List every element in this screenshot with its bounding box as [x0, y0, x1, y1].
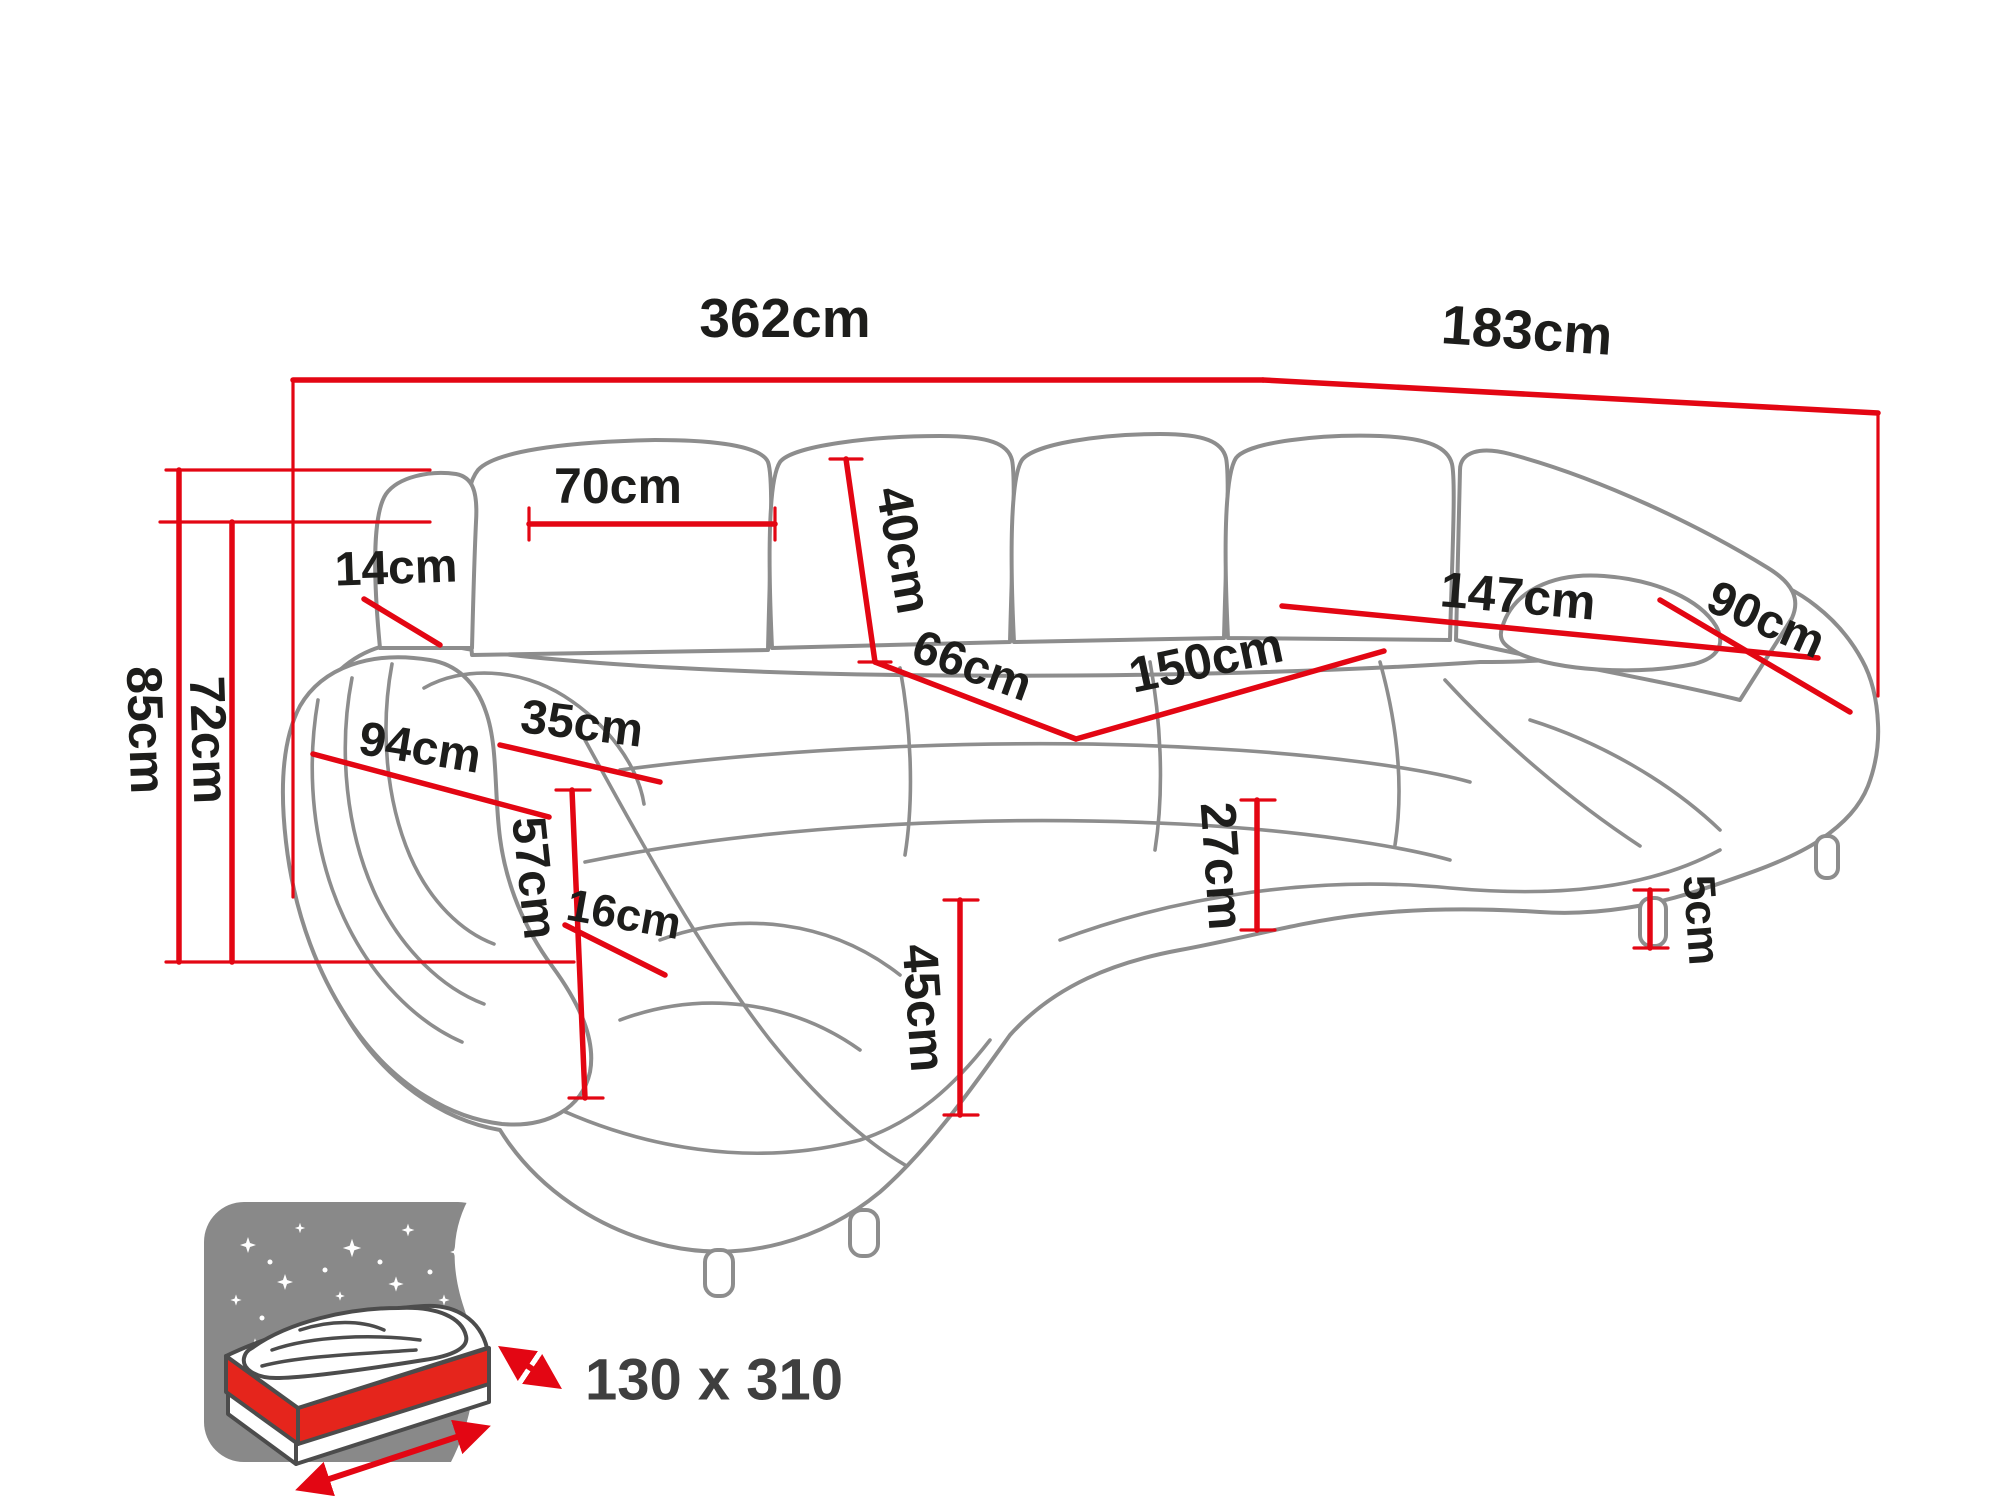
- dim-line-back-cushion-height: [843, 456, 878, 665]
- dim-label-total-depth: 183cm: [1439, 293, 1614, 367]
- dim-line-armrest-width: [497, 742, 663, 785]
- sofa-leg: [1638, 896, 1668, 948]
- dim-line-chaise-width: [1657, 597, 1853, 715]
- dim-label-seat-height: 45cm: [892, 942, 957, 1073]
- dim-label-armrest-height: 57cm: [501, 814, 567, 942]
- back-cushion-4: [1223, 433, 1456, 642]
- bed-length-arrow: [295, 1419, 491, 1497]
- armrest-rib-lines: [310, 662, 646, 1044]
- dim-label-headrest-depth: 14cm: [334, 539, 459, 596]
- bed-width-arrow: [498, 1345, 562, 1390]
- dim-line-armrest-height: [569, 787, 588, 1101]
- dim-line-seat-depth: [872, 659, 1079, 742]
- dim-line-seat-width: [1073, 648, 1387, 742]
- left-armrest: [280, 655, 594, 1127]
- sofa-leg: [848, 1208, 880, 1258]
- dimension-labels: 362cm 183cm 85cm 72cm 70cm 14cm 40cm 66c…: [116, 287, 1833, 1074]
- chaise-small-pillow: [1498, 573, 1723, 673]
- bed-size-label: 130 x 310: [585, 1348, 843, 1413]
- dim-label-seat-cushion-height: 27cm: [1190, 800, 1255, 931]
- back-cushion-3: [1009, 432, 1230, 644]
- sofa-leg: [703, 1248, 735, 1298]
- sofa-drawing: [280, 432, 1881, 1298]
- dim-label-back-cushion-width: 70cm: [554, 458, 682, 514]
- dim-line-seat-front-lip: [562, 922, 668, 978]
- dim-line-total-depth: [1260, 377, 1881, 416]
- sofa-bed-sleeping-area-icon: 130 x 310: [204, 1200, 843, 1497]
- dim-line-armrest-depth: [310, 751, 552, 820]
- dim-label-chaise-length: 147cm: [1438, 561, 1598, 630]
- seat-tufting-lines: [538, 660, 1722, 1167]
- dim-label-backrest-height: 72cm: [179, 675, 239, 805]
- dim-label-total-width: 362cm: [699, 287, 870, 349]
- dim-line-headrest-depth: [361, 596, 443, 648]
- dimension-lines: [158, 377, 1881, 1118]
- sofa-leg: [1814, 834, 1840, 880]
- dim-line-chaise-length: [1279, 603, 1821, 661]
- headrest-side-pillow: [373, 470, 479, 650]
- dim-label-total-height: 85cm: [116, 665, 176, 795]
- dim-label-leg-height: 5cm: [1673, 873, 1730, 966]
